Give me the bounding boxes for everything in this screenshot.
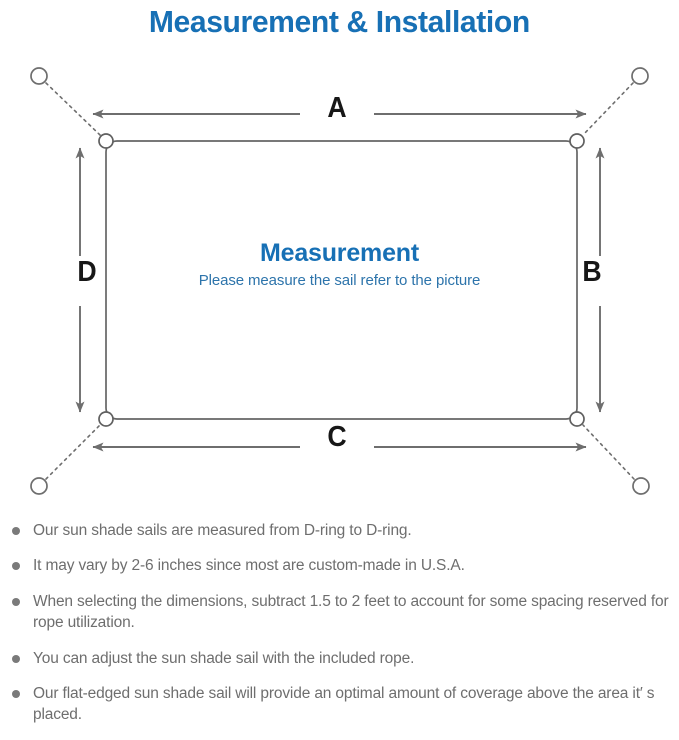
rope-bottom-right — [582, 424, 635, 480]
title-bar: Measurement & Installation — [0, 0, 679, 44]
anchor-bottom-right-icon — [632, 477, 650, 495]
bullet-icon — [12, 597, 20, 606]
list-item: When selecting the dimensions, subtract … — [0, 591, 679, 634]
bullet-icon — [12, 654, 20, 663]
note-text: Our sun shade sails are measured from D-… — [33, 522, 412, 539]
notes-list: Our sun shade sails are measured from D-… — [0, 520, 679, 740]
list-item: You can adjust the sun shade sail with t… — [0, 648, 679, 669]
dimension-label-d: D — [77, 256, 97, 288]
rope-lines — [45, 82, 635, 480]
list-item: Our flat-edged sun shade sail will provi… — [0, 683, 679, 726]
sail-center-heading: Measurement — [260, 239, 419, 267]
note-text: It may vary by 2-6 inches since most are… — [33, 557, 465, 575]
list-item: Our sun shade sails are measured from D-… — [0, 520, 679, 541]
d-ring-bottom-left-icon — [98, 411, 114, 427]
measurement-diagram: A B C D Measurement Please measure the s… — [0, 44, 679, 514]
bullet-icon — [12, 689, 20, 698]
bullet-icon — [12, 527, 20, 535]
note-text: You can adjust the sun shade sail with t… — [33, 649, 415, 667]
d-ring-bottom-right-icon — [569, 411, 585, 427]
sail-center-subtitle: Please measure the sail refer to the pic… — [198, 271, 481, 289]
anchor-bottom-left-icon — [30, 477, 48, 495]
rope-top-left — [45, 82, 101, 136]
diagram-svg — [30, 67, 650, 495]
d-rings — [98, 133, 585, 427]
sail-center-caption: Measurement Please measure the sail refe… — [0, 239, 679, 290]
note-text: Our flat-edged sun shade sail will provi… — [33, 684, 655, 724]
anchor-top-left-icon — [30, 67, 48, 85]
list-item: It may vary by 2-6 inches since most are… — [0, 555, 679, 576]
rope-top-right — [582, 82, 634, 136]
anchor-top-right-icon — [631, 67, 649, 85]
d-ring-top-right-icon — [569, 133, 585, 149]
anchor-circles — [30, 67, 650, 495]
page-title: Measurement & Installation — [149, 4, 530, 39]
dimension-label-b: B — [582, 256, 602, 288]
dimension-arrows — [75, 109, 605, 452]
sail-shape — [105, 140, 578, 420]
bullet-icon — [12, 562, 20, 571]
d-ring-top-left-icon — [98, 133, 114, 149]
dimension-label-a: A — [327, 92, 347, 124]
note-text: When selecting the dimensions, subtract … — [33, 592, 669, 632]
dimension-label-c: C — [327, 421, 347, 453]
rope-bottom-left — [45, 424, 101, 480]
